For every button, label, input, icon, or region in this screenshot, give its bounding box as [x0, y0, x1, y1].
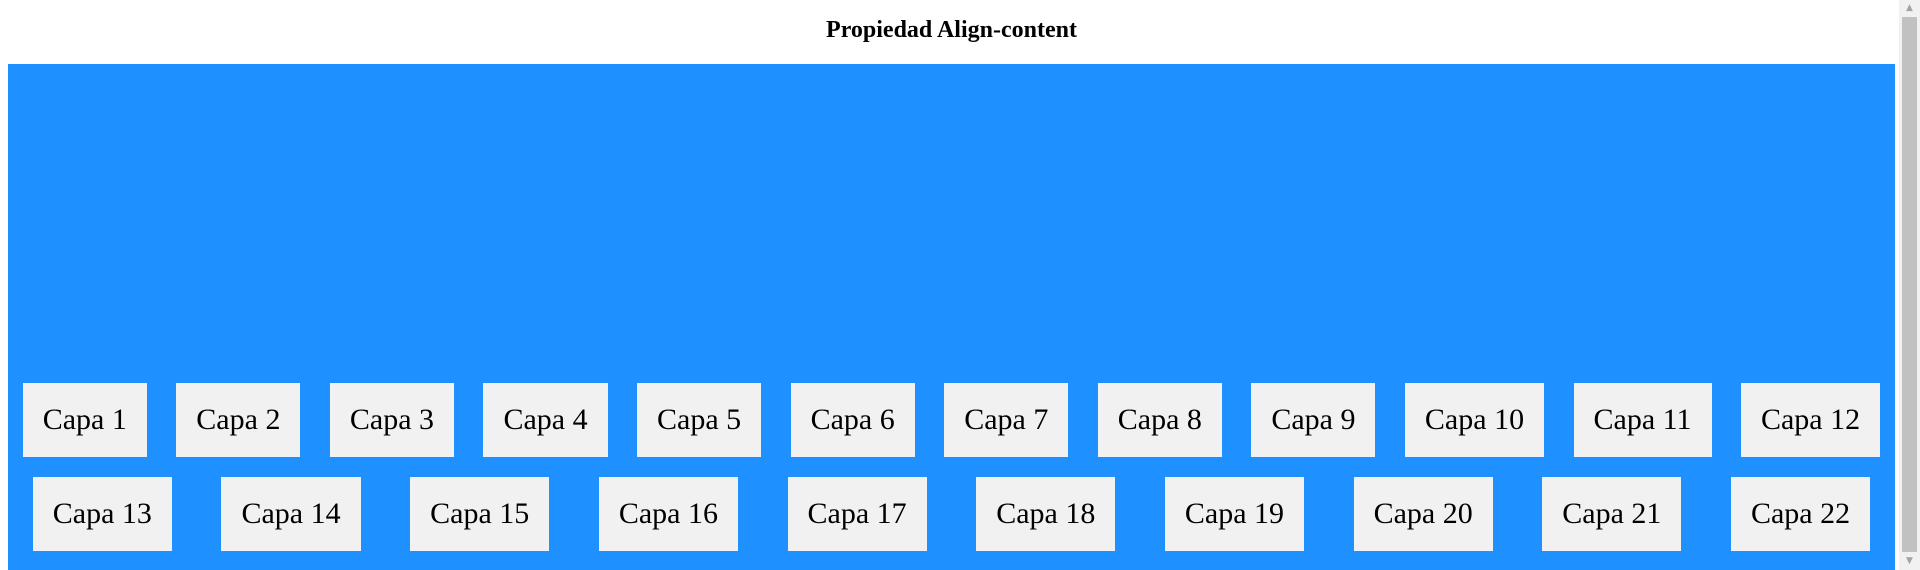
scroll-up-arrow-icon[interactable]: ▲	[1906, 3, 1913, 13]
scroll-thumb[interactable]	[1902, 17, 1917, 552]
capa-item: Capa 18	[976, 477, 1116, 551]
vertical-scrollbar[interactable]: ▲ ▼	[1899, 0, 1920, 570]
capa-item: Capa 9	[1251, 383, 1376, 457]
capa-item: Capa 6	[790, 383, 915, 457]
capa-item: Capa 4	[483, 383, 608, 457]
capa-item: Capa 19	[1164, 477, 1305, 551]
capa-item: Capa 22	[1730, 477, 1871, 551]
capa-item: Capa 10	[1404, 383, 1545, 457]
capa-item: Capa 11	[1573, 383, 1712, 457]
capa-item: Capa 14	[221, 477, 361, 551]
capa-item: Capa 2	[176, 383, 301, 457]
capa-item: Capa 3	[329, 383, 455, 457]
capa-item: Capa 12	[1740, 383, 1881, 457]
scroll-down-arrow-icon[interactable]: ▼	[1906, 556, 1913, 566]
flex-container: Capa 1 Capa 2 Capa 3 Capa 4 Capa 5 Capa 6 Capa…	[8, 64, 1895, 570]
capa-item: Capa 17	[787, 477, 927, 551]
capa-item: Capa 15	[410, 477, 550, 551]
capa-item: Capa 7	[944, 383, 1069, 457]
capa-item: Capa 21	[1542, 477, 1682, 551]
capa-item: Capa 8	[1097, 383, 1222, 457]
page-title: Propiedad Align-content	[826, 17, 1077, 43]
capa-item: Capa 20	[1353, 477, 1493, 551]
capa-item: Capa 1	[22, 383, 147, 457]
capa-item: Capa 16	[598, 477, 738, 551]
capa-item: Capa 5	[637, 383, 762, 457]
capa-item: Capa 13	[32, 477, 172, 551]
